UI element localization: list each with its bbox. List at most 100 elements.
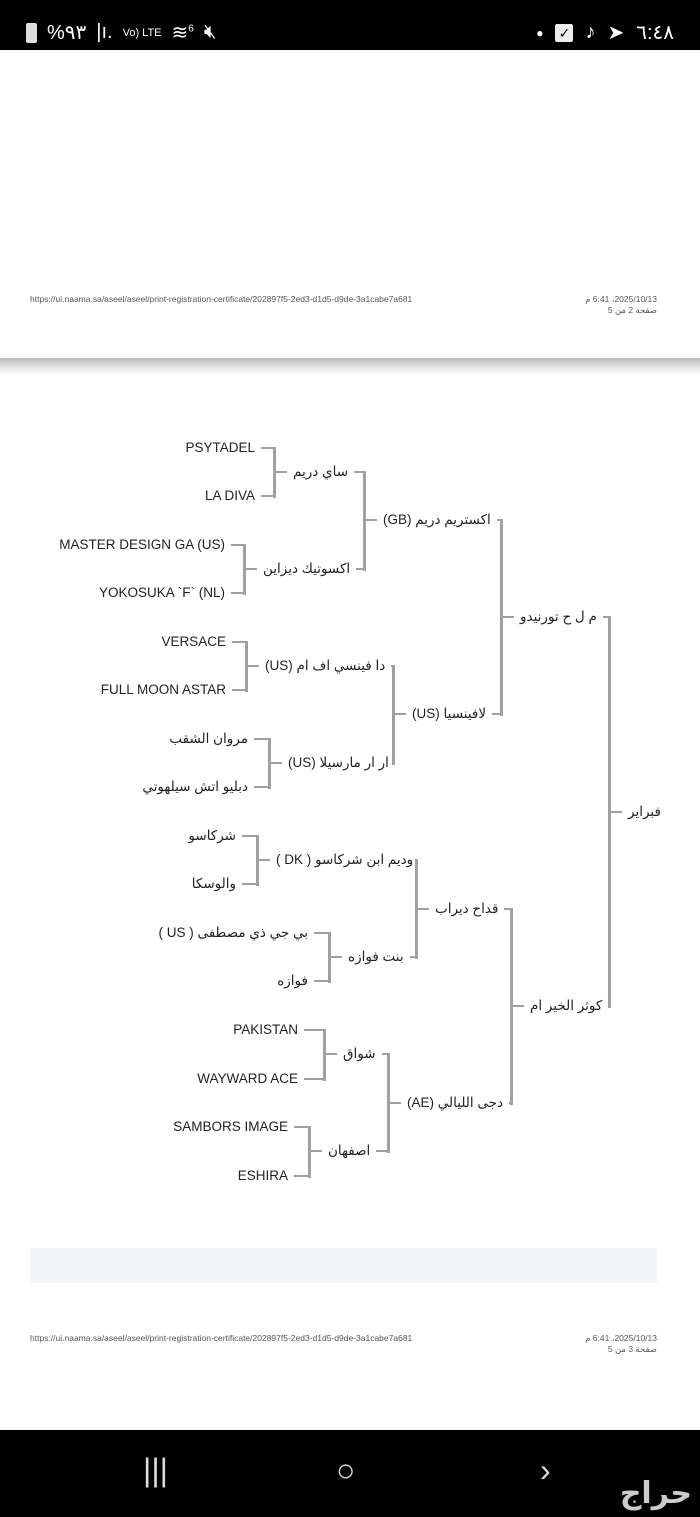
bracket-line bbox=[268, 762, 282, 764]
bracket-line bbox=[256, 859, 270, 861]
bracket-line bbox=[354, 471, 363, 473]
pedigree-ancestor: ESHIRA bbox=[237, 1168, 288, 1183]
bracket-line bbox=[231, 592, 243, 594]
pedigree-ancestor: SAMBORS IMAGE bbox=[173, 1119, 288, 1134]
dot-icon: ● bbox=[536, 25, 544, 40]
bracket-line bbox=[363, 519, 377, 521]
tiktok-icon: ♪ bbox=[585, 21, 596, 43]
pedigree-ancestor: لافينسيا (US) bbox=[412, 706, 487, 721]
bracket-line bbox=[243, 568, 257, 570]
pedigree-ancestor: FULL MOON ASTAR bbox=[100, 682, 226, 697]
empty-panel bbox=[30, 1248, 657, 1283]
bracket-line bbox=[504, 908, 510, 910]
wifi-icon: ≋6 bbox=[171, 22, 194, 44]
back-button[interactable]: › bbox=[540, 1452, 551, 1488]
bracket-line bbox=[242, 883, 256, 885]
bracket-line bbox=[323, 1029, 326, 1081]
pedigree-ancestor: اكستريم دريم (GB) bbox=[383, 512, 491, 527]
pedigree-ancestor: WAYWARD ACE bbox=[197, 1071, 298, 1086]
bracket-line bbox=[314, 932, 328, 934]
horse-name: فبراير bbox=[628, 804, 661, 819]
pedigree-ancestor: MASTER DESIGN GA (US) bbox=[59, 537, 225, 552]
mute-icon: 🔇︎ bbox=[203, 21, 217, 43]
battery-icon bbox=[26, 22, 37, 43]
pedigree-ancestor: اكسوتيك ديزاين bbox=[263, 561, 351, 576]
pedigree-ancestor: YOKOSUKA `F` (NL) bbox=[98, 585, 225, 600]
pedigree-ancestor: PAKISTAN bbox=[233, 1022, 298, 1037]
pedigree-ancestor: VERSACE bbox=[161, 634, 226, 649]
pedigree-ancestor: دبليو اتش سيلهوتي bbox=[142, 779, 248, 794]
checkbox-icon: ✓ bbox=[555, 23, 574, 42]
volte-icon: Vo) LTE bbox=[122, 26, 162, 39]
status-bar: %٩٣ |ı. Vo) LTE ≋6 🔇︎ ● ✓ ♪ ➤ ٦:٤٨ bbox=[0, 0, 700, 50]
signal-icon: |ı. bbox=[96, 21, 113, 43]
bracket-line bbox=[304, 1029, 323, 1031]
pedigree-ancestor: والوسكا bbox=[191, 876, 236, 891]
bracket-line bbox=[308, 1126, 311, 1178]
bracket-line bbox=[363, 471, 366, 571]
pedigree-ancestor: فوازه bbox=[277, 973, 308, 988]
bracket-line bbox=[242, 835, 256, 837]
pedigree-ancestor: اصفهان bbox=[328, 1143, 371, 1158]
pdf-page-2 bbox=[0, 50, 700, 358]
telegram-icon: ➤ bbox=[607, 22, 625, 44]
pedigree-ancestor: دا فينسي اف ام (US) bbox=[265, 658, 386, 673]
bracket-line bbox=[492, 713, 500, 715]
pedigree-ancestor: شواق bbox=[343, 1046, 376, 1061]
bracket-line bbox=[608, 811, 622, 813]
bracket-line bbox=[273, 471, 287, 473]
navigation-bar: ||| ○ › حراج bbox=[0, 1430, 700, 1517]
bracket-line bbox=[415, 908, 429, 910]
bracket-line bbox=[510, 1005, 524, 1007]
bracket-line bbox=[376, 1150, 387, 1152]
bracket-line bbox=[245, 665, 259, 667]
pedigree-ancestor: مروان الشقب bbox=[169, 731, 248, 746]
pedigree-ancestor: PSYTADEL bbox=[185, 440, 255, 455]
recent-apps-button[interactable]: ||| bbox=[143, 1452, 168, 1488]
pedigree-ancestor: دجى الليالي (AE) bbox=[407, 1095, 504, 1110]
pedigree-ancestor: LA DIVA bbox=[204, 488, 255, 503]
bracket-line bbox=[602, 616, 608, 618]
bracket-line bbox=[323, 1053, 337, 1055]
bracket-line bbox=[261, 495, 273, 497]
pedigree-ancestor: ساي دريم bbox=[293, 464, 349, 479]
home-button[interactable]: ○ bbox=[336, 1452, 356, 1488]
pedigree-ancestor: شركاسو bbox=[188, 828, 236, 843]
bracket-line bbox=[308, 1150, 322, 1152]
bracket-line bbox=[254, 786, 268, 788]
bracket-line bbox=[254, 738, 268, 740]
page-divider bbox=[0, 358, 700, 375]
bracket-line bbox=[391, 665, 392, 667]
bracket-line bbox=[392, 713, 406, 715]
bracket-line bbox=[304, 1078, 323, 1080]
pedigree-ancestor: قداح ديراب bbox=[435, 901, 499, 916]
clock: ٦:٤٨ bbox=[636, 22, 674, 44]
bracket-line bbox=[328, 956, 342, 958]
bracket-line bbox=[387, 1102, 401, 1104]
battery-level: %٩٣ bbox=[47, 22, 87, 44]
bracket-line bbox=[381, 1053, 387, 1055]
bracket-line bbox=[500, 616, 514, 618]
pedigree-ancestor: م ل ح تورنيدو bbox=[520, 609, 597, 624]
bracket-line bbox=[509, 1102, 510, 1104]
bracket-line bbox=[294, 1126, 308, 1128]
pedigree-ancestor: ار ار مارسيلا (US) bbox=[288, 755, 389, 770]
bracket-line bbox=[294, 1175, 308, 1177]
bracket-line bbox=[231, 544, 243, 546]
bracket-line bbox=[232, 641, 245, 643]
footer-url[interactable]: https://ui.naama.sa/aseel/aseel/print-re… bbox=[30, 294, 413, 304]
pedigree-ancestor: كوثر الخير ام bbox=[530, 998, 603, 1013]
bracket-line bbox=[409, 956, 415, 958]
footer-url[interactable]: https://ui.naama.sa/aseel/aseel/print-re… bbox=[30, 1333, 413, 1343]
pedigree-ancestor: وديم ابن شركاسو ( DK ) bbox=[276, 852, 414, 867]
bracket-line bbox=[314, 980, 328, 982]
bracket-line bbox=[232, 689, 245, 691]
bracket-line bbox=[496, 519, 500, 521]
pedigree-ancestor: بنت فوازه bbox=[348, 949, 404, 964]
bracket-line bbox=[261, 447, 273, 449]
bracket-line bbox=[356, 568, 363, 570]
bracket-line bbox=[392, 665, 395, 765]
haraj-watermark: حراج bbox=[619, 1477, 692, 1510]
